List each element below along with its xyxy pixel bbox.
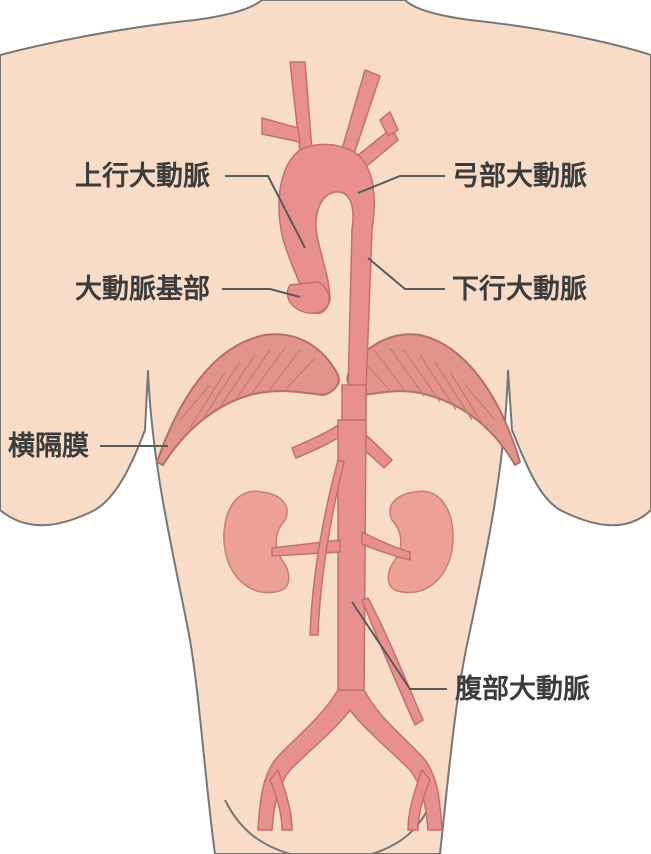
label-diaphragm: 横隔膜 [8,431,89,462]
label-aortic-root: 大動脈基部 [75,273,210,305]
label-aortic-arch: 弓部大動脈 [452,160,587,192]
label-descending-aorta: 下行大動脈 [452,273,587,305]
label-ascending-aorta: 上行大動脈 [75,160,210,192]
label-abdominal-aorta: 腹部大動脈 [454,673,590,705]
